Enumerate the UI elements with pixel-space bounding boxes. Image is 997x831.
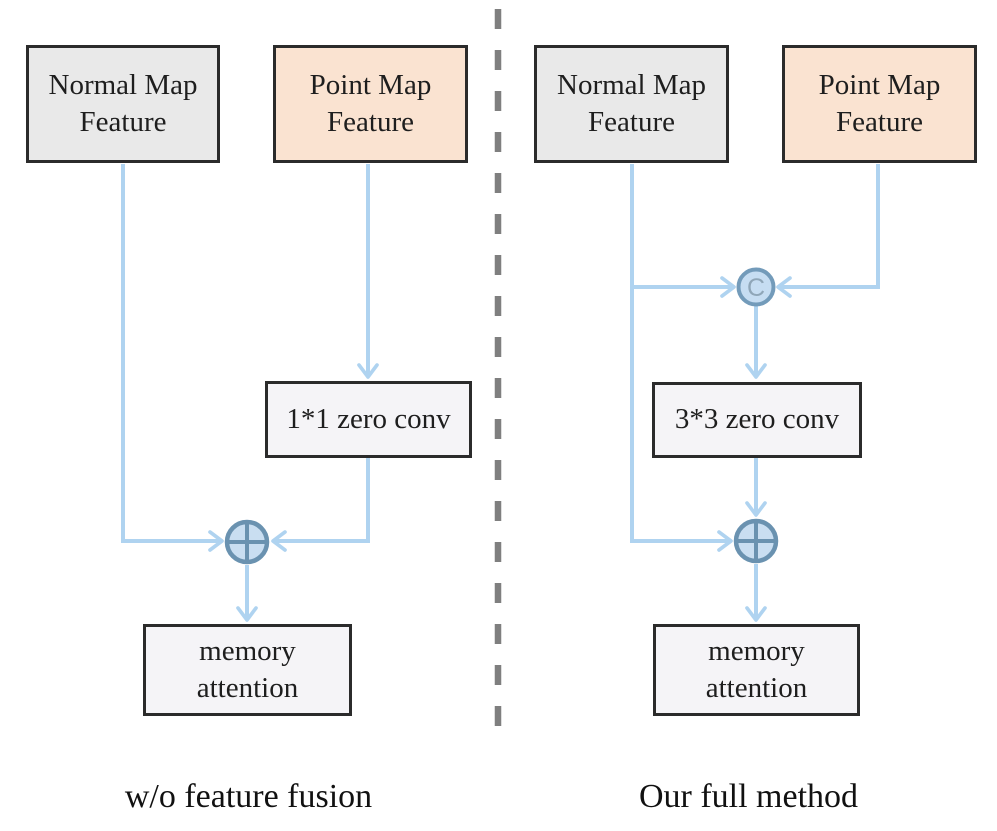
- memory-attention-label-left: memory attention: [196, 634, 299, 704]
- caption-left: w/o feature fusion: [124, 778, 373, 815]
- add-icon-right: [733, 518, 779, 564]
- connector-left-normal-to-add: [121, 164, 224, 552]
- normal-map-feature-box-right: Normal Map Feature: [534, 45, 729, 163]
- point-map-feature-box-left: Point Map Feature: [273, 45, 468, 163]
- add-icon-left: [224, 519, 270, 565]
- memory-attention-box-left: memory attention: [143, 624, 352, 716]
- caption-right: Our full method: [638, 778, 859, 815]
- connector-left-conv-to-add: [271, 458, 370, 552]
- point-map-feature-box-right: Point Map Feature: [782, 45, 977, 163]
- zero-conv-label-left: 1*1 zero conv: [286, 402, 451, 435]
- zero-conv-box-left: 1*1 zero conv: [265, 381, 472, 458]
- zero-conv-label-right: 3*3 zero conv: [674, 403, 840, 436]
- point-map-feature-label-right: Point Map Feature: [818, 68, 941, 138]
- zero-conv-box-right: 3*3 zero conv: [652, 382, 862, 458]
- normal-map-feature-label-left: Normal Map Feature: [48, 68, 198, 138]
- normal-map-feature-label-right: Normal Map Feature: [557, 68, 706, 138]
- point-map-feature-label-left: Point Map Feature: [309, 68, 432, 138]
- memory-attention-label-right: memory attention: [705, 634, 808, 704]
- concat-icon-right: C: [736, 267, 776, 307]
- memory-attention-box-right: memory attention: [653, 624, 860, 716]
- concat-node-letter: C: [747, 274, 765, 302]
- connector-right-normal-to-add: [630, 164, 733, 552]
- connector-right-point-to-concat: [776, 164, 880, 298]
- normal-map-feature-box-left: Normal Map Feature: [26, 45, 220, 163]
